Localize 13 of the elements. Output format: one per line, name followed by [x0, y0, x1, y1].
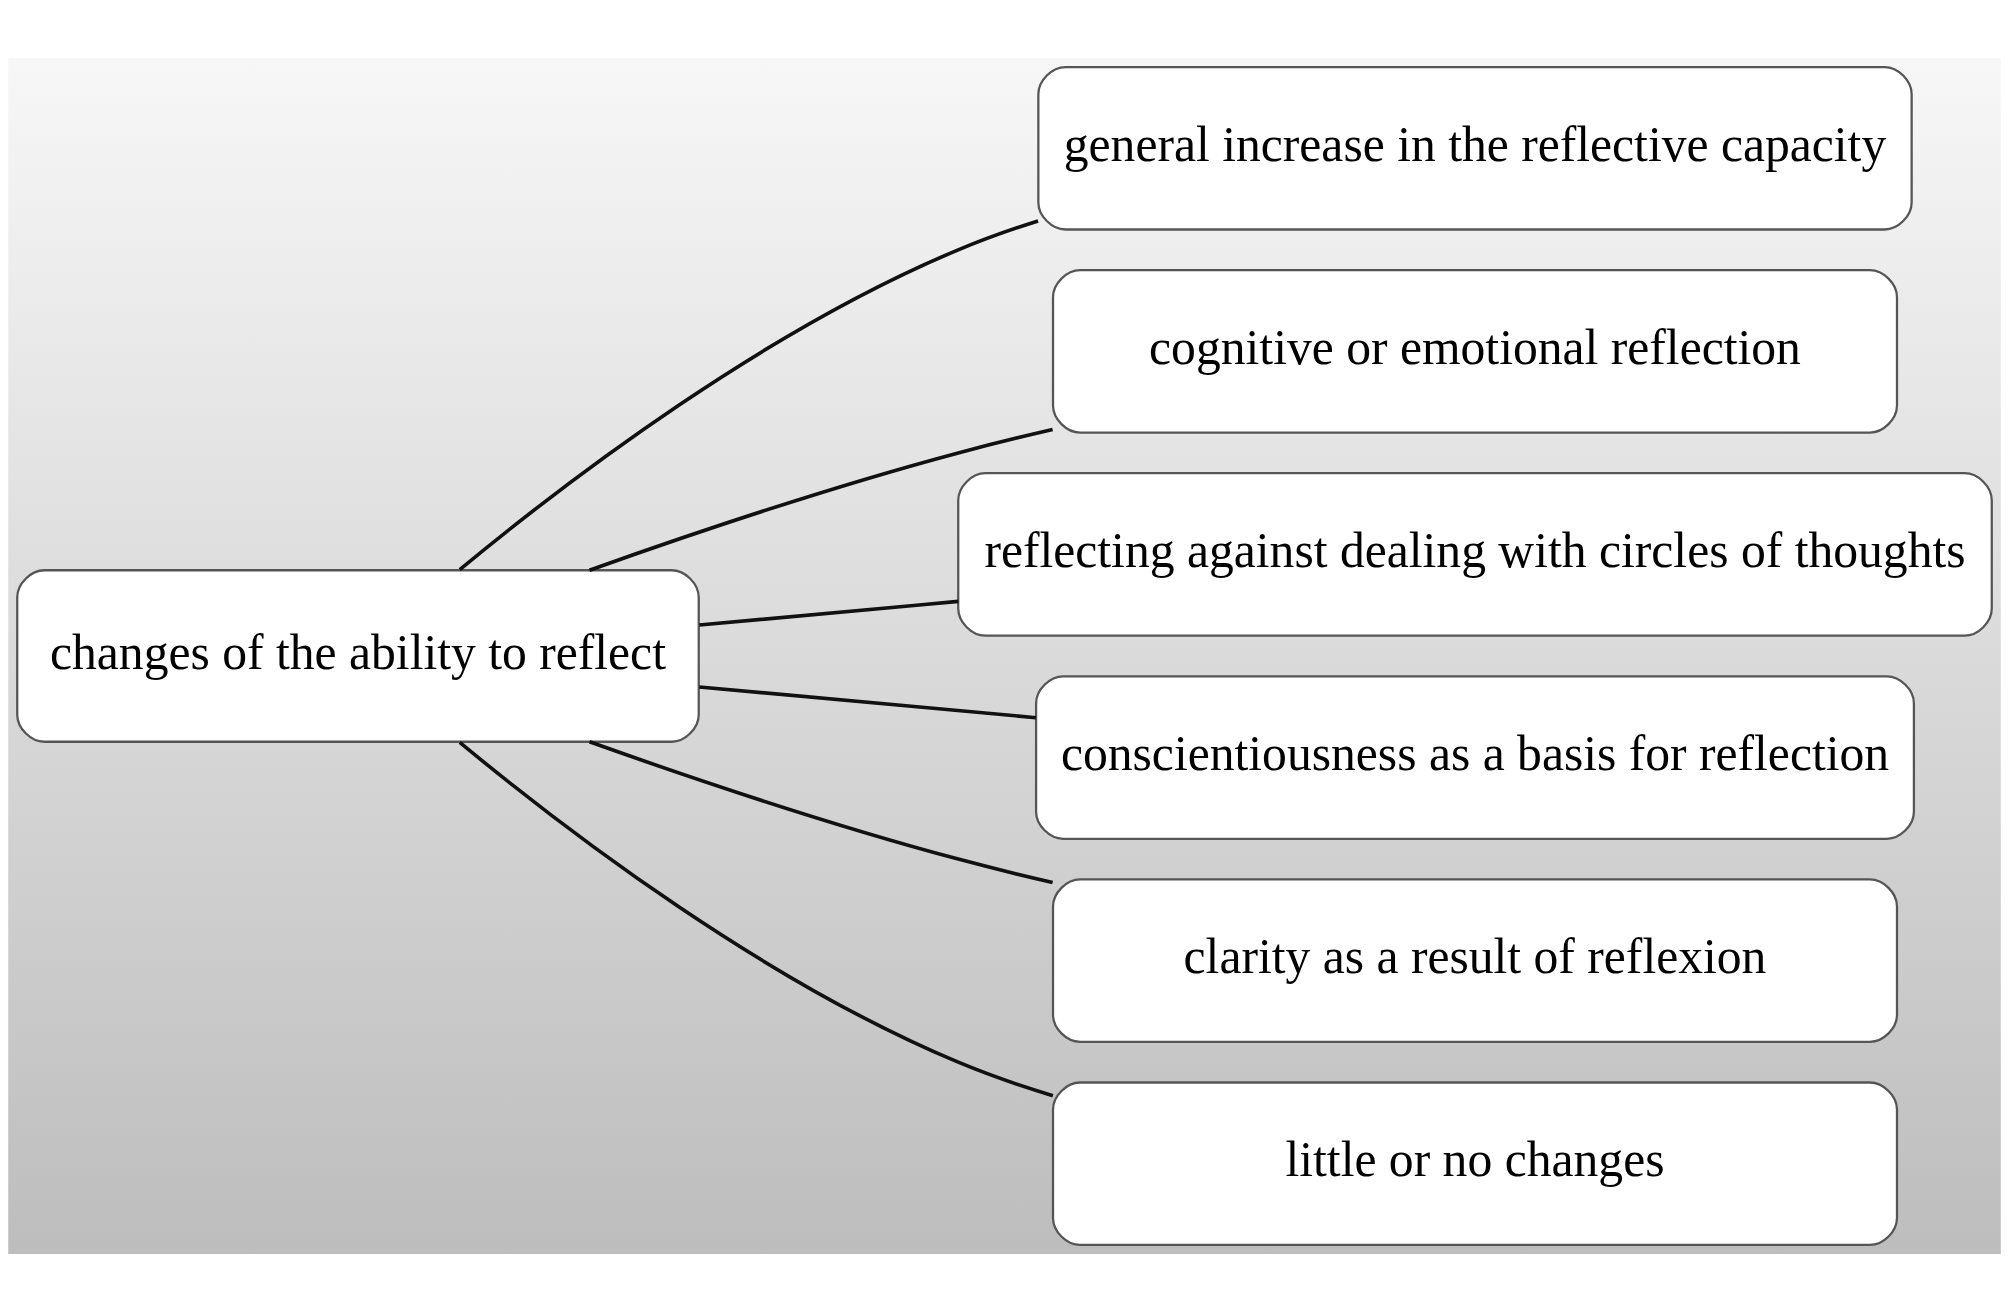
node-box: general increase in the reflective capacity [1037, 65, 1913, 231]
connector [458, 219, 1039, 571]
connector [588, 740, 1054, 885]
node-box: cognitive or emotional reflection [1051, 269, 1899, 434]
connector [699, 599, 959, 627]
connector [458, 741, 1054, 1098]
node-box: conscientiousness as a basis for reflection [1034, 675, 1916, 840]
connector [588, 427, 1054, 572]
connector [699, 685, 1037, 720]
node-box: little or no changes [1051, 1081, 1899, 1247]
node-box: reflecting against dealing with circles of thoughts [957, 472, 1993, 637]
node-box: changes of the ability to reflect [16, 569, 700, 743]
node-box: clarity as a result of reflexion [1051, 878, 1899, 1043]
